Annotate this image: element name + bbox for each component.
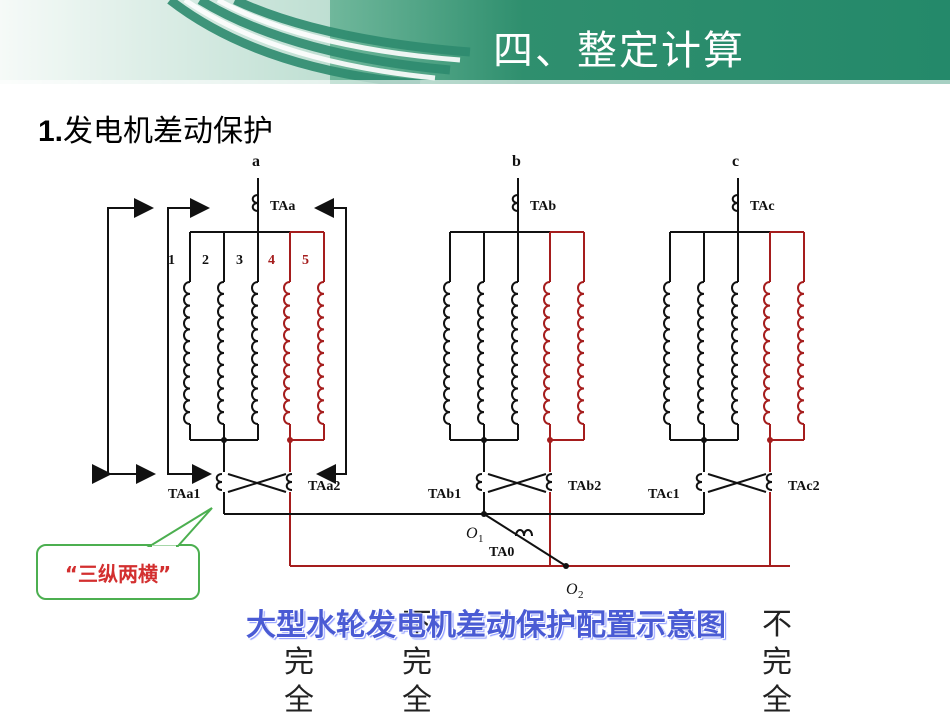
overlay-char: 全 xyxy=(762,683,792,718)
winding-coil xyxy=(217,281,225,425)
current-transformer-symbol xyxy=(215,473,223,491)
current-transformer-symbol xyxy=(545,473,553,491)
node-o2-label: O xyxy=(566,581,578,598)
overlay-text-col1: 完 全 xyxy=(282,644,316,720)
node-o2-subscript: 2 xyxy=(578,589,584,601)
overlay-char: 完 xyxy=(402,645,432,680)
winding-coil xyxy=(251,281,259,425)
current-transformer-symbol xyxy=(695,473,703,491)
phase-label: b xyxy=(512,153,521,170)
arrow-inner-left-lower xyxy=(167,440,212,484)
current-transformer-symbol xyxy=(765,473,773,491)
neutral-ct-left-label: TAb1 xyxy=(428,487,461,502)
winding-coil xyxy=(697,281,705,425)
cross-wire xyxy=(487,473,547,493)
branch-number: 5 xyxy=(302,253,309,268)
main-ct-label: TAb xyxy=(530,199,556,214)
node-o1-label: O xyxy=(466,525,478,542)
winding-coil xyxy=(663,281,671,425)
branch-number: 2 xyxy=(202,253,209,268)
header-swoosh xyxy=(167,0,471,84)
ta0-link xyxy=(483,513,567,567)
winding-coil xyxy=(731,281,739,425)
neutral-ct-left-label: TAa1 xyxy=(168,487,200,502)
current-arrows xyxy=(107,198,347,484)
current-transformer-symbol xyxy=(511,194,519,212)
arrow-outer-left-lower xyxy=(107,430,156,484)
three-vertical-two-horizontal-callout: “三纵两横” xyxy=(36,544,200,600)
arrow-inner-left xyxy=(167,198,210,474)
neutral-buses xyxy=(224,511,790,569)
overlay-char: 不 xyxy=(762,607,792,642)
main-ct-label: TAa xyxy=(270,199,295,214)
winding-coil xyxy=(763,281,771,425)
header-title: 四、整定计算 xyxy=(493,28,745,74)
winding-coil xyxy=(543,281,551,425)
overlay-char: 完 xyxy=(284,645,314,680)
winding-coil xyxy=(797,281,805,425)
section-title: 1.发电机差动保护 xyxy=(38,106,273,150)
overlay-char: 全 xyxy=(284,683,314,718)
arrow-right xyxy=(314,198,347,474)
overlay-text-col3: 不 完 全 xyxy=(760,606,794,720)
winding-coil xyxy=(317,281,325,425)
winding-coil xyxy=(443,281,451,425)
winding-coil xyxy=(283,281,291,425)
arrow-outer-left xyxy=(107,198,154,474)
neutral-ct-left-label: TAc1 xyxy=(648,487,680,502)
current-transformer-symbol xyxy=(251,194,259,212)
phase-label: c xyxy=(732,153,739,170)
section-title-text: 发电机差动保护 xyxy=(63,114,274,149)
winding-coil xyxy=(511,281,519,425)
cross-wire xyxy=(707,473,767,493)
section-number: 1. xyxy=(38,115,64,148)
phase-label: a xyxy=(252,153,260,170)
main-ct-label: TAc xyxy=(750,199,775,214)
ta0-label: TA0 xyxy=(489,545,514,560)
current-transformer-symbol xyxy=(475,473,483,491)
branch-number: 3 xyxy=(236,253,243,268)
overlay-char: 完 xyxy=(762,645,792,680)
current-transformer-symbol xyxy=(285,473,293,491)
diagram-caption: 大型水轮发电机差动保护配置示意图 xyxy=(246,608,726,643)
current-transformer-symbol xyxy=(731,194,739,212)
winding-coil xyxy=(577,281,585,425)
cross-wire xyxy=(227,473,287,493)
winding-coil xyxy=(183,281,191,425)
header-band xyxy=(0,0,950,84)
neutral-ct-right-label: TAb2 xyxy=(568,479,601,494)
node-o1-subscript: 1 xyxy=(478,533,484,545)
branch-number: 4 xyxy=(268,253,275,268)
branch-number: 1 xyxy=(168,253,175,268)
overlay-char: 全 xyxy=(402,683,432,718)
ta0-ct-symbol xyxy=(515,529,533,537)
winding-coil xyxy=(477,281,485,425)
overlay-char: 不 xyxy=(402,607,432,642)
neutral-ct-right-label: TAc2 xyxy=(788,479,820,494)
arrow-right-lower xyxy=(316,440,347,484)
